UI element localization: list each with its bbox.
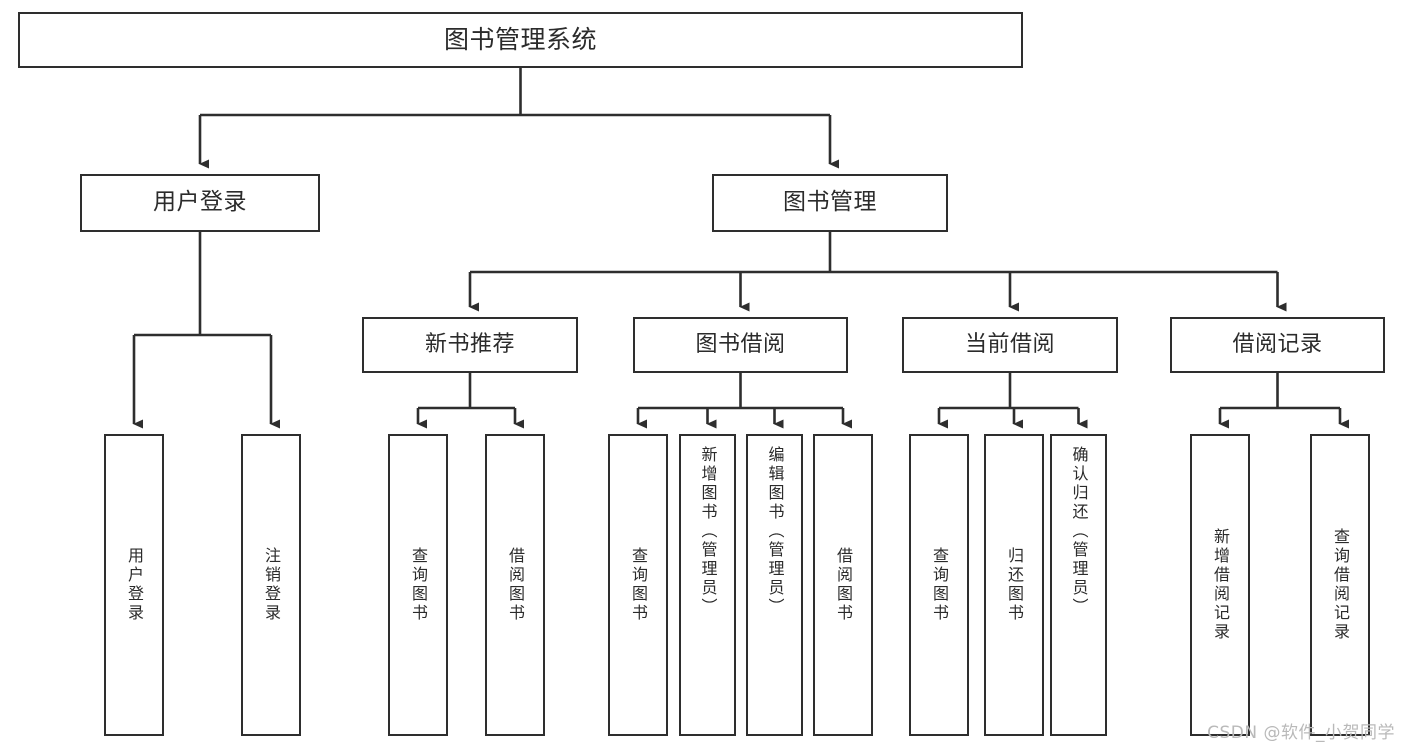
node-bookmgmt[interactable]: 图书管理 [712,174,948,232]
node-label: 确认归还（管理员） [1069,446,1089,617]
node-l-qrec[interactable]: 查询借阅记录 [1310,434,1370,736]
node-l-logout[interactable]: 注销登录 [241,434,301,736]
node-label: 借阅图书 [506,547,525,623]
node-l-userlogin[interactable]: 用户登录 [104,434,164,736]
node-l-return[interactable]: 归还图书 [984,434,1044,736]
node-label: 图书借阅 [695,332,786,358]
node-records[interactable]: 借阅记录 [1170,317,1385,373]
node-label: 查询图书 [629,547,648,623]
node-current[interactable]: 当前借阅 [902,317,1118,373]
node-label: 图书管理 [783,189,877,216]
node-label: 新增借阅记录 [1211,528,1230,642]
node-root[interactable]: 图书管理系统 [18,12,1023,68]
node-label: 新书推荐 [424,332,515,358]
node-newbook[interactable]: 新书推荐 [362,317,578,373]
csdn-watermark: CSDN @软件_小贺同学 [1207,723,1395,743]
node-label: 归还图书 [1005,547,1024,623]
node-l-q1[interactable]: 查询图书 [388,434,448,736]
node-borrow[interactable]: 图书借阅 [633,317,848,373]
node-label: 注销登录 [262,547,281,623]
node-label: 查询借阅记录 [1331,528,1350,642]
node-l-edit[interactable]: 编辑图书（管理员） [746,434,803,736]
node-label: 借阅图书 [834,547,853,623]
node-label: 查询图书 [930,547,949,623]
node-l-b1[interactable]: 借阅图书 [485,434,545,736]
node-l-q2[interactable]: 查询图书 [608,434,668,736]
node-l-add[interactable]: 新增图书（管理员） [679,434,736,736]
node-l-confirm[interactable]: 确认归还（管理员） [1050,434,1107,736]
node-l-b2[interactable]: 借阅图书 [813,434,873,736]
node-label: 编辑图书（管理员） [765,446,785,617]
node-label: 新增图书（管理员） [698,446,718,617]
node-label: 当前借阅 [964,332,1055,358]
node-l-q3[interactable]: 查询图书 [909,434,969,736]
node-label: 图书管理系统 [443,25,597,55]
node-login[interactable]: 用户登录 [80,174,320,232]
node-label: 查询图书 [409,547,428,623]
node-label: 用户登录 [125,547,144,623]
node-label: 用户登录 [153,189,247,216]
node-label: 借阅记录 [1232,332,1323,358]
node-l-addrec[interactable]: 新增借阅记录 [1190,434,1250,736]
